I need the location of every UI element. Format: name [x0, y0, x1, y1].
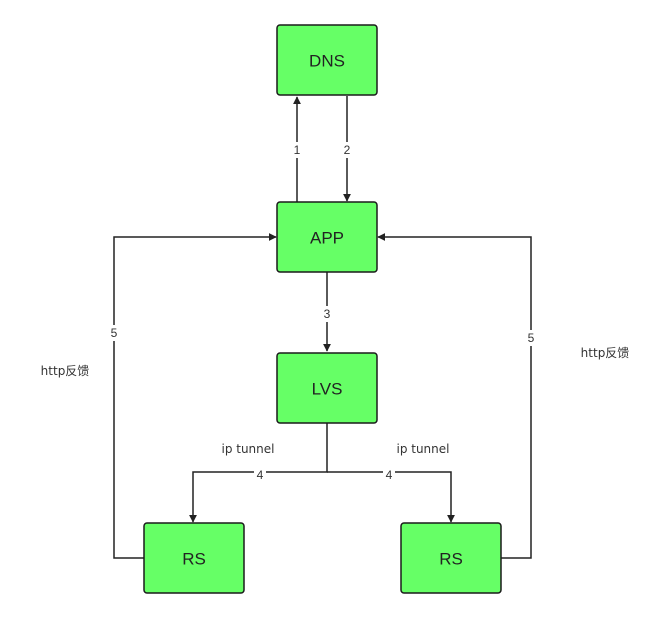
node-lvs: LVS: [276, 352, 378, 424]
edge-rs-right-to-app: [377, 233, 532, 559]
edge-lvs-to-rs-right: [327, 471, 455, 523]
annotation-ip-tunnel-left: ip tunnel: [221, 442, 274, 456]
annotation-http-left: http反馈: [41, 364, 90, 378]
edge-rs-left-to-app: [113, 233, 277, 559]
node-rs-right-label: RS: [439, 550, 463, 569]
edge-label-2: 2: [344, 143, 351, 157]
node-rs-right: RS: [400, 522, 502, 594]
edge-label-5-left: 5: [111, 326, 118, 340]
edge-label-4-right: 4: [386, 468, 393, 482]
node-app-label: APP: [310, 229, 344, 248]
edge-labels: 1 2 3 4 4 5 5: [108, 142, 537, 482]
edge-label-5-right: 5: [528, 331, 535, 345]
edge-label-1: 1: [294, 143, 301, 157]
edge-label-4-left: 4: [257, 468, 264, 482]
node-lvs-label: LVS: [312, 380, 343, 399]
annotation-ip-tunnel-right: ip tunnel: [396, 442, 449, 456]
annotation-http-right: http反馈: [581, 346, 630, 360]
node-dns-label: DNS: [309, 52, 345, 71]
node-rs-left: RS: [143, 522, 245, 594]
node-rs-left-label: RS: [182, 550, 206, 569]
node-app: APP: [276, 201, 378, 273]
edges: [113, 96, 532, 559]
edge-label-3: 3: [324, 307, 331, 321]
annotations: ip tunnel ip tunnel http反馈 http反馈: [41, 346, 630, 456]
node-dns: DNS: [276, 24, 378, 96]
